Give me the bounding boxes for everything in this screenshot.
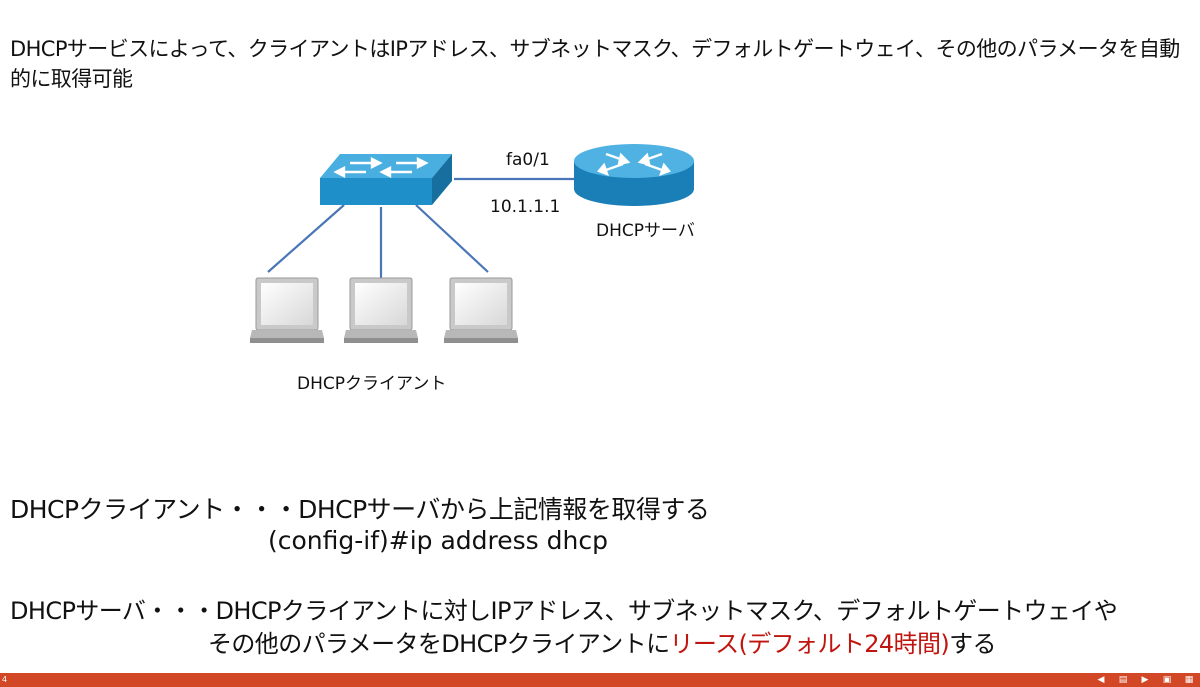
network-diagram: fa0/1 10.1.1.1 DHCPサーバ DHCPクライアント (250, 144, 695, 394)
slide-view-icon[interactable]: ▣ (1162, 675, 1172, 685)
previous-icon[interactable]: ◀ (1097, 675, 1105, 685)
presentation-status-bar: 4 ◀ ▤ ▶ ▣ ▦ (0, 673, 1200, 687)
client-link-1 (267, 204, 345, 273)
laptop-icon (344, 277, 418, 343)
ip-address-label: 10.1.1.1 (490, 197, 561, 217)
notes-icon[interactable]: ▤ (1118, 675, 1128, 685)
grid-view-icon[interactable]: ▦ (1184, 675, 1194, 685)
dhcp-client-label: DHCPクライアント (297, 374, 447, 394)
lease-highlight: リース(デフォルト24時間) (669, 630, 950, 658)
router-icon (574, 144, 694, 206)
server-description-end: する (949, 630, 996, 658)
interface-label: fa0/1 (506, 150, 550, 170)
switch-icon (320, 154, 452, 205)
dhcp-server-label: DHCPサーバ (596, 221, 695, 241)
intro-text: DHCPサービスによって、クライアントはIPアドレス、サブネットマスク、デフォル… (10, 37, 1180, 91)
laptop-icon (250, 277, 324, 343)
laptop-icon (444, 277, 518, 343)
network-links (267, 177, 578, 279)
server-description: DHCPサーバ・・・DHCPクライアントに対しIPアドレス、サブネットマスク、デ… (10, 597, 1118, 625)
server-description-text: その他のパラメータをDHCPクライアントに (208, 630, 670, 658)
next-icon[interactable]: ▶ (1141, 675, 1149, 685)
slide: DHCPサービスによって、クライアントはIPアドレス、サブネットマスク、デフォル… (10, 37, 1181, 659)
server-description-continued: その他のパラメータをDHCPクライアントにリース(デフォルト24時間)する (208, 624, 997, 659)
slide-number: 4 (2, 675, 8, 684)
client-description: DHCPクライアント・・・DHCPサーバから上記情報を取得する (10, 495, 710, 524)
view-controls: ◀ ▤ ▶ ▣ ▦ (1096, 675, 1194, 685)
client-link-3 (415, 204, 489, 273)
client-command: (config-if)#ip address dhcp (268, 526, 608, 555)
